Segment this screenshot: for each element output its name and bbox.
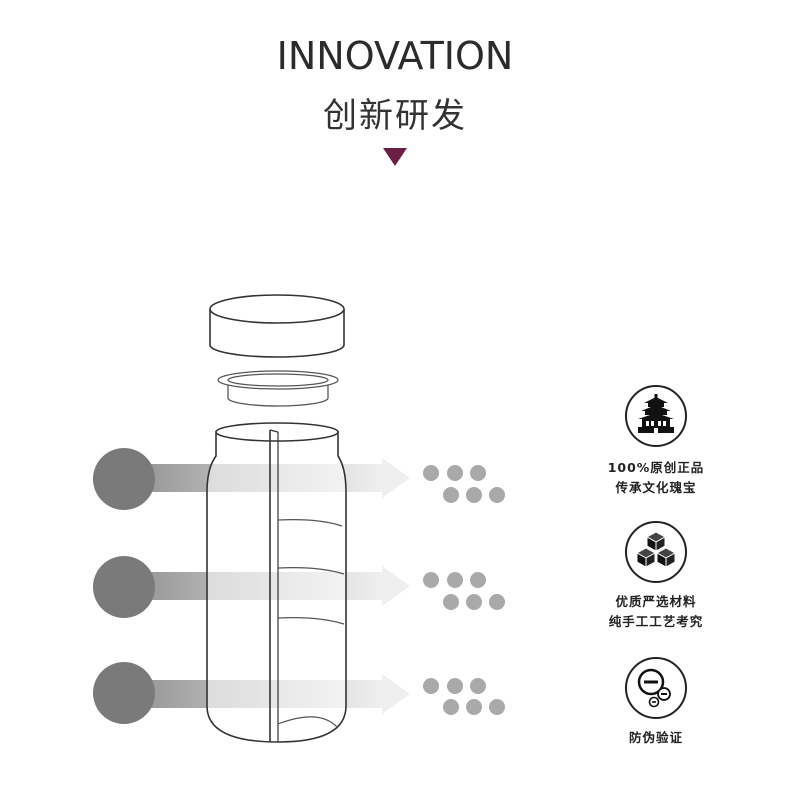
cubes-icon (625, 521, 687, 583)
input-circle-1 (93, 448, 155, 510)
title-cn: 创新研发 (323, 96, 467, 136)
title-en: INNOVATION (276, 34, 514, 78)
feature-materials: 优质严选材料 纯手工工艺考究 (576, 520, 736, 632)
feature-2-line-2: 纯手工工艺考究 (608, 614, 704, 629)
output-dots-1 (423, 465, 505, 503)
seal-icon (625, 657, 687, 719)
bottle-body (206, 422, 347, 743)
temple-icon (625, 385, 687, 447)
feature-2-line-1: 优质严选材料 (615, 594, 697, 609)
feature-authentic: 100%原创正品 传承文化瑰宝 (576, 384, 736, 498)
input-circle-2 (93, 556, 155, 618)
output-dots-2 (423, 572, 505, 610)
output-dots-3 (423, 678, 505, 715)
feature-3-line-1: 防伪验证 (628, 730, 683, 745)
down-triangle-icon (383, 148, 407, 166)
feature-1-line-2: 传承文化瑰宝 (615, 480, 697, 495)
feature-1-line-1: 100%原创正品 (607, 460, 705, 475)
bottle-lid (209, 294, 345, 358)
input-circle-3 (93, 662, 155, 724)
bottle-gasket (217, 370, 339, 407)
feature-anticounterfeit: 防伪验证 (576, 656, 736, 748)
